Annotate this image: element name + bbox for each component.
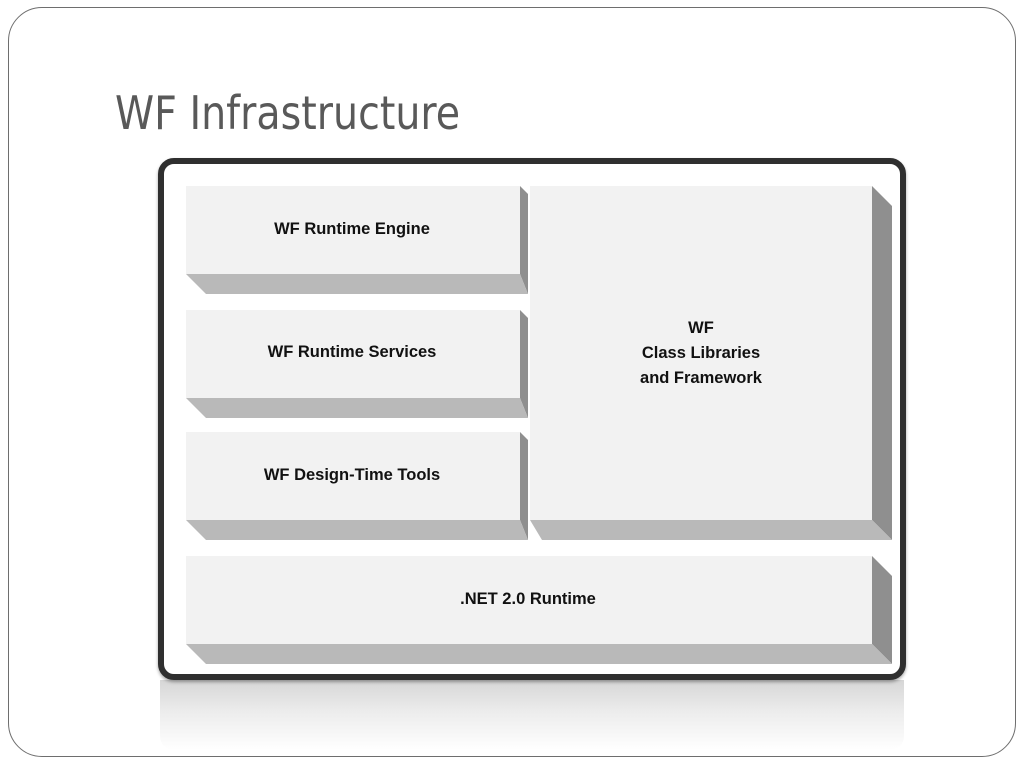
block-label-class-libraries-line-3: and Framework xyxy=(640,369,763,387)
block-face xyxy=(186,310,520,398)
block-side xyxy=(872,556,892,664)
block-face xyxy=(530,186,872,520)
diagram-reflection xyxy=(160,680,904,750)
block-label-class-libraries-line-1: WF xyxy=(688,319,714,337)
block-runtime-engine: WF Runtime Engine xyxy=(186,186,528,294)
block-side xyxy=(520,310,528,418)
block-bottom xyxy=(186,520,528,540)
block-label-runtime-services: WF Runtime Services xyxy=(268,343,437,361)
block-side xyxy=(520,186,528,294)
block-label-class-libraries-line-2: Class Libraries xyxy=(642,344,760,362)
block-face xyxy=(186,186,520,274)
block-class-libraries: WF Class Libraries and Framework xyxy=(530,186,892,540)
block-runtime-services: WF Runtime Services xyxy=(186,310,528,418)
block-design-time-tools: WF Design-Time Tools xyxy=(186,432,528,540)
slide-title: WF Infrastructure xyxy=(115,86,461,140)
block-bottom xyxy=(186,274,528,294)
block-bottom xyxy=(186,644,892,664)
block-bottom xyxy=(530,520,892,540)
block-side xyxy=(872,186,892,540)
block-bottom xyxy=(186,398,528,418)
block-face xyxy=(186,432,520,520)
block-face xyxy=(186,556,872,644)
block-label-net-runtime: .NET 2.0 Runtime xyxy=(460,590,596,608)
block-net-runtime: .NET 2.0 Runtime xyxy=(186,556,892,664)
block-label-design-time-tools: WF Design-Time Tools xyxy=(264,466,440,484)
block-label-runtime-engine: WF Runtime Engine xyxy=(274,220,430,238)
block-side xyxy=(520,432,528,540)
